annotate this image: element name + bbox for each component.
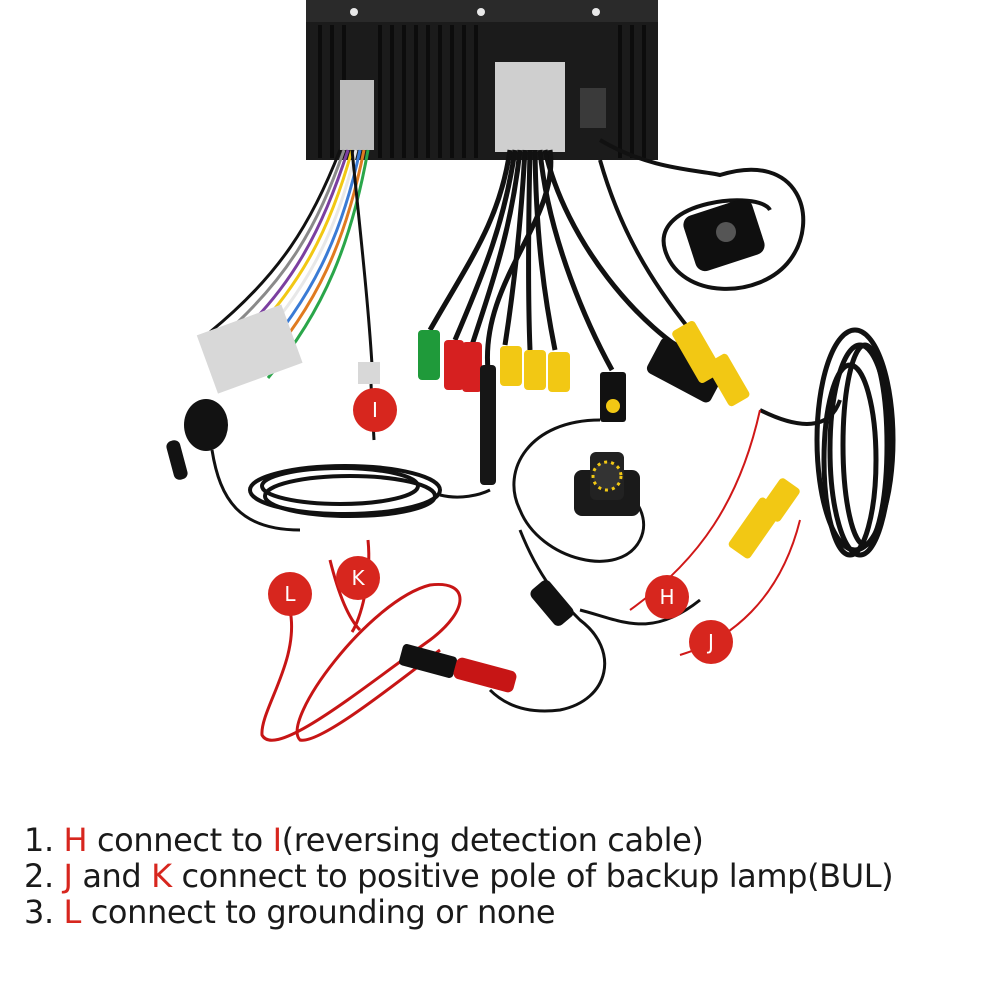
instruction-1-text-b: (reversing detection cable) — [281, 821, 704, 859]
video-extension-cable — [598, 159, 896, 559]
marker-k-label: K — [351, 566, 365, 590]
marker-j-label: J — [706, 630, 714, 654]
rca-connector-cluster — [418, 149, 726, 485]
instruction-2-number: 2. — [24, 857, 54, 895]
instruction-2-text-b: connect to positive pole of backup lamp(… — [171, 857, 894, 895]
backup-camera — [488, 418, 701, 713]
marker-h: H — [645, 575, 689, 619]
marker-l-label: L — [284, 582, 296, 606]
wire-h — [629, 409, 761, 611]
instruction-3-text-a: connect to grounding or none — [80, 893, 556, 931]
marker-i-label: I — [372, 398, 378, 422]
instruction-1: 1. H connect to I(reversing detection ca… — [24, 822, 994, 858]
instruction-1-letter-a: H — [63, 821, 88, 859]
marker-l: L — [268, 572, 312, 616]
instruction-2-text-a: and — [72, 857, 152, 895]
instruction-2-letter-b: K — [151, 857, 172, 895]
instruction-2: 2. J and K connect to positive pole of b… — [24, 858, 994, 894]
marker-h-label: H — [659, 585, 674, 609]
gps-antenna — [598, 138, 806, 291]
instruction-1-number: 1. — [24, 821, 54, 859]
head-unit-chassis — [306, 0, 658, 160]
microphone — [166, 399, 491, 532]
instruction-3-number: 3. — [24, 893, 54, 931]
camera-power-cable — [260, 539, 517, 742]
instruction-3-letter-a: L — [63, 893, 82, 931]
instruction-2-letter-a: J — [63, 857, 73, 895]
connection-instructions: 1. H connect to I(reversing detection ca… — [24, 822, 994, 930]
main-wire-harness — [196, 149, 370, 394]
wiring-harness-photo: I H J K L — [166, 0, 896, 742]
instruction-1-text-a: connect to — [87, 821, 273, 859]
marker-k: K — [336, 556, 380, 600]
marker-j: J — [689, 620, 733, 664]
marker-i: I — [353, 388, 397, 432]
instruction-1-letter-b: I — [272, 821, 282, 859]
instruction-3: 3. L connect to grounding or none — [24, 894, 994, 930]
